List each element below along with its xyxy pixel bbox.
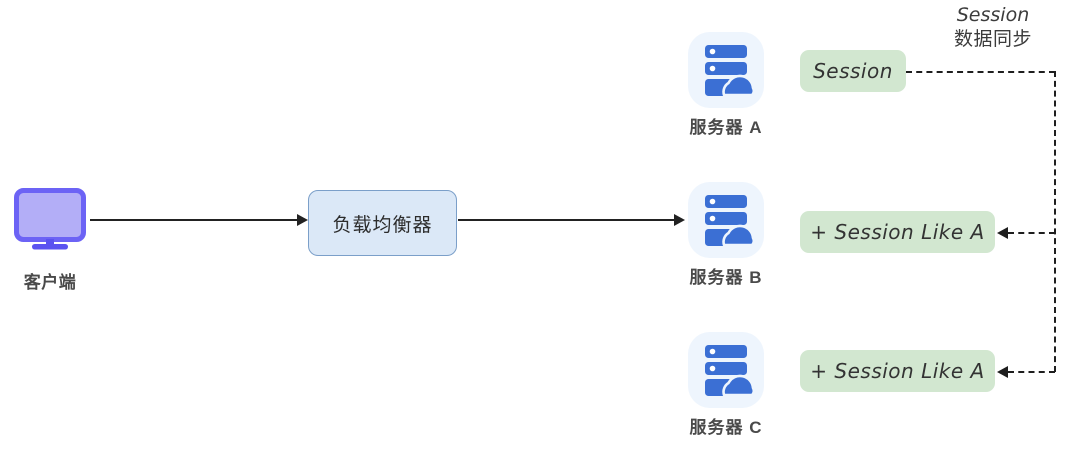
session-box-a[interactable]: Session <box>800 50 906 92</box>
session-box-c-label: + Session Like A <box>810 359 985 383</box>
sync-path-branch-b-arrowhead <box>997 227 1008 239</box>
server-icon-c <box>688 332 764 408</box>
session-box-c[interactable]: + Session Like A <box>800 350 995 392</box>
server-label-a: 服务器 A <box>689 118 763 137</box>
arrow-lb-to-server <box>458 219 675 221</box>
sync-path-branch-b <box>1008 232 1055 234</box>
sync-path-top-segment <box>906 71 1055 73</box>
sync-path-branch-c <box>1008 371 1055 373</box>
session-box-b-label: + Session Like A <box>810 220 985 244</box>
server-label-b: 服务器 B <box>689 268 763 287</box>
sync-path-vertical-trunk <box>1054 71 1056 372</box>
session-box-b[interactable]: + Session Like A <box>800 211 995 253</box>
arrow-client-to-lb-head <box>297 214 308 226</box>
arrow-lb-to-server-head <box>674 214 685 226</box>
client-label: 客户端 <box>23 273 77 292</box>
session-box-a-label: Session <box>813 59 893 83</box>
server-icon-a <box>688 32 764 108</box>
load-balancer-label: 负载均衡器 <box>332 214 433 236</box>
arrow-client-to-lb <box>90 219 298 221</box>
sync-label-line1: Session <box>956 4 1030 26</box>
sync-path-branch-c-arrowhead <box>997 366 1008 378</box>
load-balancer-box[interactable]: 负载均衡器 <box>308 190 457 256</box>
sync-label: Session 数据同步 <box>918 4 1068 52</box>
monitor-icon <box>14 188 86 250</box>
server-label-c: 服务器 C <box>689 418 763 437</box>
server-icon-b <box>688 182 764 258</box>
sync-label-line2: 数据同步 <box>953 28 1032 50</box>
